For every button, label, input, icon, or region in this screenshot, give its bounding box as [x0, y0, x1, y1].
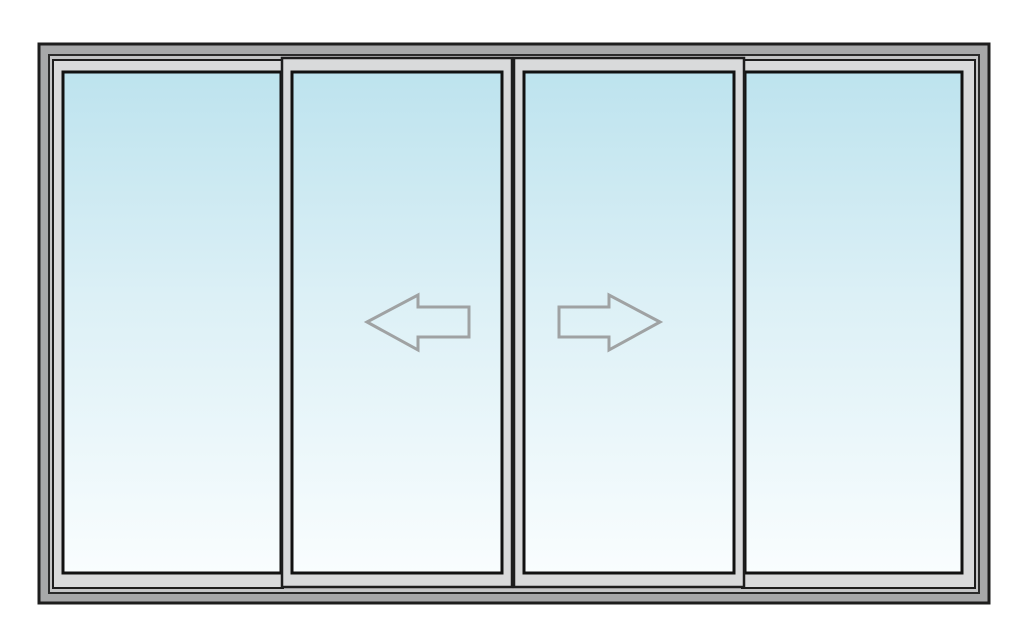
panel-right-fixed-glass: [743, 70, 964, 575]
arrow-left-icon: [363, 292, 471, 353]
panel-right-fixed: [741, 59, 976, 589]
panel-left-sliding: [280, 56, 514, 589]
panel-left-fixed: [52, 59, 284, 589]
arrow-right-icon: [557, 292, 664, 353]
panel-left-fixed-glass: [61, 70, 283, 575]
panel-right-sliding-glass: [522, 70, 736, 575]
panel-left-sliding-glass: [290, 70, 504, 575]
panel-right-sliding: [512, 56, 746, 589]
